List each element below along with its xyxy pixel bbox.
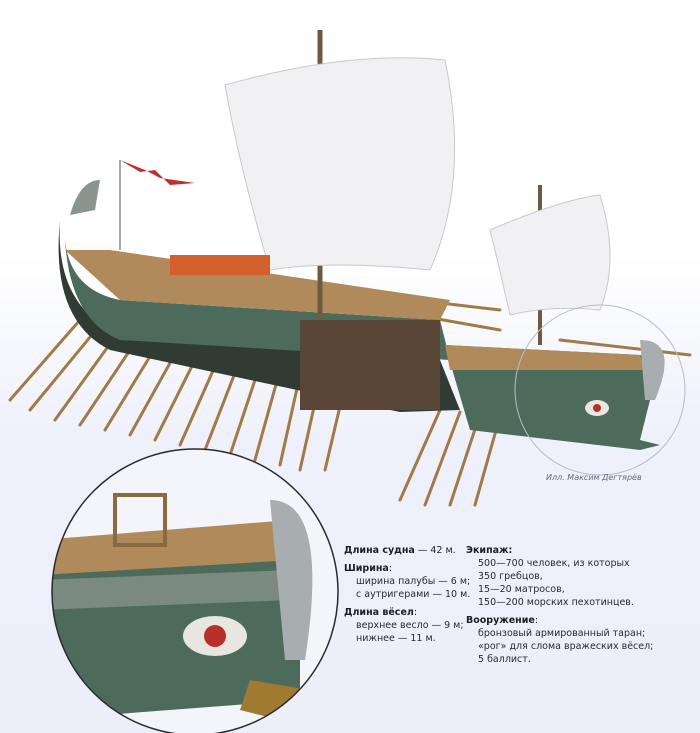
width-heading: Ширина: [344, 562, 470, 575]
oars-label: Длина вёсел [344, 607, 414, 618]
illustration-credit: Илл. Максим Дегтярёв [546, 473, 642, 482]
arms-item: 5 баллист. [478, 654, 531, 665]
small-hull [445, 345, 660, 450]
arms-label: Вооружение [466, 615, 535, 626]
crew-item: 500—700 человек, из которых [478, 558, 630, 569]
crew-item: 150—200 морских пехотинцев. [478, 597, 634, 608]
main-sail [224, 57, 456, 271]
crew-item: 15—20 матросов, [478, 584, 565, 595]
crew-heading: Экипаж: [466, 545, 513, 556]
specs-left: Длина судна — 42 м. Ширина: ширина палуб… [344, 544, 470, 645]
soldiers [170, 255, 270, 275]
length-spec: Длина судна — 42 м. [344, 544, 470, 557]
arms-item: бронзовый армированный таран; [478, 628, 646, 639]
arms-colon: : [534, 615, 539, 626]
length-label: Длина судна [344, 545, 415, 556]
arms-item: «рог» для слома вражеских вёсел; [478, 641, 654, 652]
small-sail [489, 194, 611, 316]
oars-heading: Длина вёсел: [344, 606, 470, 619]
flag [120, 160, 195, 185]
crew-item: 350 гребцов, [478, 571, 543, 582]
detail-inset [52, 449, 338, 733]
width-item: с аутригерами — 10 м. [356, 589, 471, 600]
width-label: Ширина [344, 563, 389, 574]
width-colon: : [388, 563, 393, 574]
arms-heading: Вооружение: [466, 614, 653, 627]
oars-item: верхнее весло — 9 м; [356, 620, 464, 631]
width-item: ширина палубы — 6 м; [356, 576, 471, 587]
deck [65, 250, 450, 320]
specs-right: Экипаж: 500—700 человек, из которых 350 … [466, 544, 653, 666]
length-value: — 42 м. [414, 545, 456, 556]
oars-colon: : [413, 607, 418, 618]
oars-item: нижнее — 11 м. [356, 633, 436, 644]
